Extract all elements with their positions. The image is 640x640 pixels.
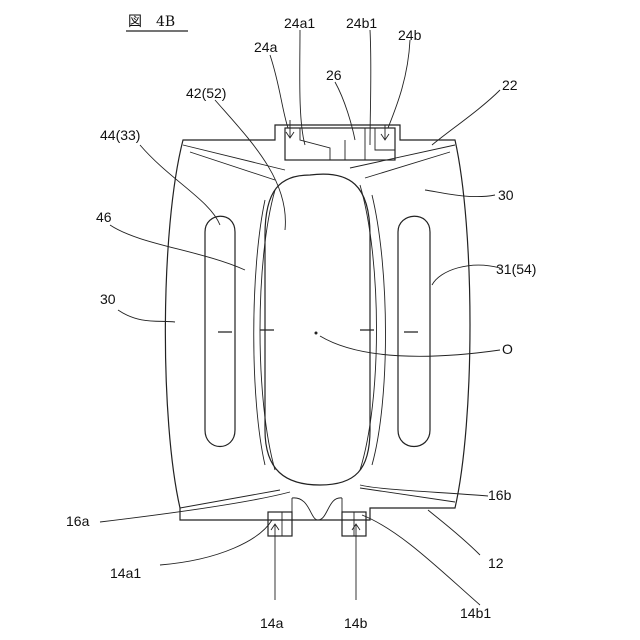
bag-outline <box>165 125 470 520</box>
leader-30b <box>425 190 495 197</box>
label-16a: 16a <box>66 513 90 529</box>
leader-14b1 <box>362 515 480 605</box>
leader-16a <box>100 492 290 522</box>
right-slot <box>398 216 430 446</box>
label-24a1: 24a1 <box>284 15 315 31</box>
label-12: 12 <box>488 555 504 571</box>
label-16b: 16b <box>488 487 512 503</box>
leader-o <box>320 336 500 356</box>
label-14b1: 14b1 <box>460 605 491 621</box>
left-slot <box>205 216 235 446</box>
arrow-24a <box>286 120 294 138</box>
arrow-24b <box>381 125 389 140</box>
leader-44 <box>140 145 220 225</box>
center-point-o <box>315 332 318 335</box>
mid-tabs <box>218 330 418 332</box>
connector-24-inner <box>300 128 395 160</box>
leader-22 <box>432 90 500 145</box>
label-14a1: 14a1 <box>110 565 141 581</box>
connector-24 <box>285 128 395 160</box>
leader-42 <box>215 100 285 230</box>
label-24a: 24a <box>254 39 278 55</box>
connector-bridge <box>292 498 342 520</box>
top-flap <box>183 145 455 170</box>
label-24b1: 24b1 <box>346 15 377 31</box>
leader-26 <box>335 82 355 140</box>
label-46: 46 <box>96 209 112 225</box>
leader-30a <box>118 310 175 322</box>
label-14b: 14b <box>344 615 368 631</box>
label-42-52: 42(52) <box>186 85 226 101</box>
connector-inner <box>282 512 354 536</box>
label-44-33: 44(33) <box>100 127 140 143</box>
connector-14a <box>268 512 292 536</box>
leader-12 <box>428 510 480 555</box>
label-30-right: 30 <box>498 187 514 203</box>
leader-46 <box>110 225 245 270</box>
central-window <box>265 174 370 485</box>
label-31-54: 31(54) <box>496 261 536 277</box>
leader-31 <box>432 265 500 285</box>
label-22: 22 <box>502 77 518 93</box>
label-o: O <box>502 341 513 357</box>
leader-24a <box>270 55 288 128</box>
label-30-left: 30 <box>100 291 116 307</box>
label-14a: 14a <box>260 615 284 631</box>
label-24b: 24b <box>398 27 422 43</box>
figure-title: 図 4B <box>128 14 175 30</box>
leader-14a1 <box>160 520 272 565</box>
central-window-outer <box>260 185 377 470</box>
leader-24b <box>388 40 410 128</box>
label-26: 26 <box>326 67 342 83</box>
